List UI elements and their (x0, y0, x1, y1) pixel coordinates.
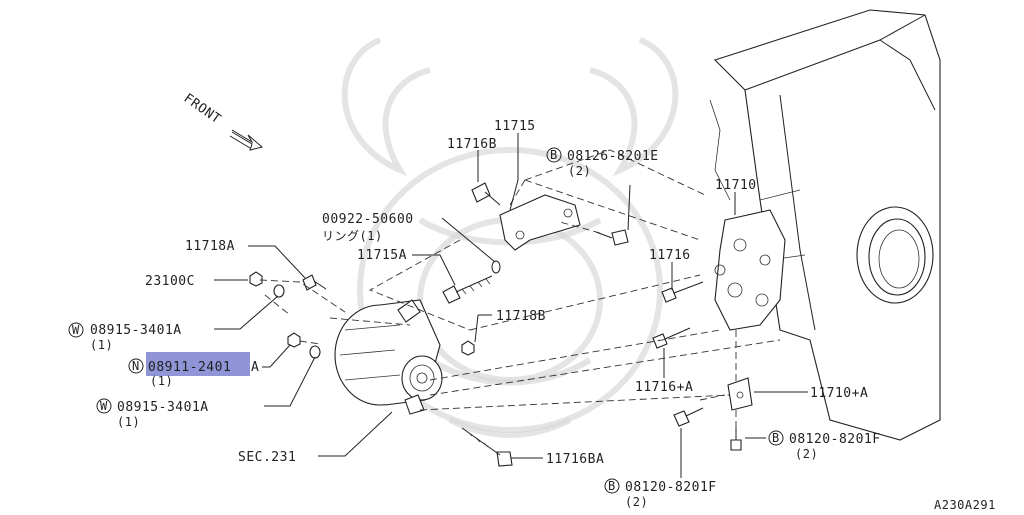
label-00922-sub: リング(1) (322, 229, 383, 243)
engine-block (709, 9, 941, 441)
nut-23100C (249, 271, 263, 287)
label-08915-lower-qty: (1) (117, 415, 140, 429)
label-11716B: 11716B (447, 137, 497, 152)
label-11716: 11716 (649, 248, 691, 263)
bolt-11718A (302, 274, 327, 291)
symbol-b-08120-right (768, 430, 784, 446)
label-08120-right-qty: (2) (795, 447, 818, 461)
figure-code: A230A291 (934, 498, 996, 511)
part-labels: 11715 11716B B 08126-8201E (2) 11710 009… (68, 119, 996, 512)
bolt-08120-right (730, 428, 742, 451)
bolt-11715A (442, 275, 493, 304)
symbol-w-lower-text: W (100, 399, 108, 413)
symbol-n-08911 (128, 358, 144, 374)
label-11710: 11710 (715, 178, 757, 193)
crank-seal (856, 206, 934, 304)
label-08915-3401A-lower: 08915-3401A (117, 400, 209, 415)
label-11715: 11715 (494, 119, 536, 134)
symbol-n-08911-text: N (132, 359, 140, 373)
bolt-08126 (595, 229, 629, 246)
label-11710plusA: 11710+A (810, 386, 868, 401)
label-08120-8201F-right: 08120-8201F (789, 432, 881, 447)
bolt-11716B (471, 182, 501, 206)
label-23100C: 23100C (145, 274, 195, 289)
label-08911-2401-highlight: 08911-2401 (148, 360, 231, 375)
label-11718B: 11718B (496, 309, 546, 324)
label-11716BA: 11716BA (546, 452, 604, 467)
label-08126-qty: (2) (568, 164, 591, 178)
bolt-11716 (661, 281, 704, 303)
front-label: FRONT (181, 91, 224, 127)
symbol-b-08120-lower (604, 478, 620, 494)
symbol-w-upper-text: W (72, 323, 80, 337)
bolt-11716plusA (652, 327, 691, 349)
label-08120-8201F-lower: 08120-8201F (625, 480, 717, 495)
label-11718A: 11718A (185, 239, 235, 254)
nut-11718B (461, 340, 475, 356)
label-08911-qty: (1) (150, 374, 173, 388)
washer-08915-lower (309, 345, 321, 359)
front-indicator: FRONT (181, 91, 264, 151)
bolt-11716BA (461, 427, 513, 467)
washer-08915-upper (273, 284, 285, 298)
symbol-b-08126-text: B (550, 148, 558, 162)
bolt-08120-lower (673, 407, 704, 427)
label-08915-upper-qty: (1) (90, 338, 113, 352)
symbol-b-08120-lower-text: B (608, 479, 616, 493)
ring-00922 (491, 260, 501, 274)
label-08915-3401A-upper: 08915-3401A (90, 323, 182, 338)
label-00922-50600: 00922-50600 (322, 212, 414, 227)
nut-08911 (287, 332, 301, 348)
label-11715A: 11715A (357, 248, 407, 263)
alternator-bracket (714, 209, 786, 331)
label-11716plusA: 11716+A (635, 380, 693, 395)
lower-bracket (727, 377, 753, 411)
label-sec231: SEC.231 (238, 450, 296, 465)
symbol-w-upper (68, 322, 84, 338)
label-08120-lower-qty: (2) (625, 495, 648, 509)
symbol-b-08120-right-text: B (772, 431, 780, 445)
assembly-lines (259, 149, 781, 428)
symbol-b-08126 (546, 147, 562, 163)
selection-highlight (146, 352, 250, 376)
alternator (334, 299, 443, 415)
symbol-w-lower (96, 398, 112, 414)
leader-lines (214, 133, 808, 478)
adjusting-bracket (499, 194, 581, 251)
label-08911-suffix: A (251, 360, 259, 375)
label-08126-8201E: 08126-8201E (567, 149, 659, 164)
